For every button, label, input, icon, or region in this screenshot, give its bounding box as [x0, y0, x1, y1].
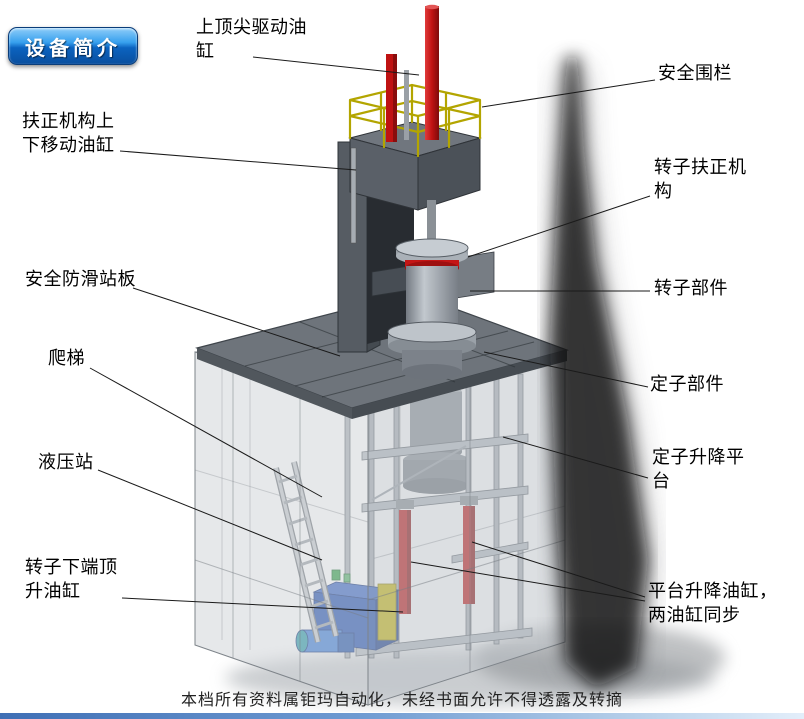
callout-rotor-centering: 转子扶正机构 — [654, 157, 747, 201]
callout-ladder: 爬梯 — [48, 348, 85, 368]
leader-stator-part — [483, 351, 649, 388]
main-column-frame — [337, 121, 482, 353]
top-drive-cylinders — [386, 4, 439, 142]
leader-platform-cyl-left — [410, 561, 646, 602]
leader-lines — [89, 56, 656, 613]
callout-platform-lift-cylinders: 平台升降油缸，两油缸同步 — [648, 581, 778, 625]
callout-centering-cylinder: 扶正机构上下移动油缸 — [22, 111, 115, 155]
footer-disclaimer: 本档所有资料属钜玛自动化，未经书面允许不得透露及转摘 — [180, 692, 623, 709]
callout-top-drive-cylinder: 上顶尖驱动油缸 — [196, 17, 307, 61]
leader-stator-lift — [502, 436, 649, 479]
title-badge: 设备简介 — [8, 27, 138, 65]
title-badge-label: 设备简介 — [25, 37, 121, 60]
leader-platform-cyl-right — [471, 541, 646, 598]
leader-hydraulic-station — [97, 469, 323, 561]
callout-hydraulic-station: 液压站 — [38, 452, 94, 472]
leader-ladder — [89, 367, 323, 498]
antislip-platform — [195, 292, 569, 419]
leader-antislip-plate — [132, 287, 341, 357]
bottom-blue-bar — [0, 713, 804, 719]
leader-rotor-jack — [121, 597, 404, 613]
leader-safety-fence — [481, 79, 656, 108]
callout-stator-lift-platform: 定子升降平台 — [652, 447, 745, 491]
callout-rotor-jack-cylinder: 转子下端顶升油缸 — [25, 557, 118, 601]
callout-antislip-plate: 安全防滑站板 — [25, 269, 136, 289]
leader-rotor-centering — [467, 195, 651, 258]
callout-stator-part: 定子部件 — [650, 374, 724, 394]
leader-centering-cylinder — [119, 150, 357, 171]
leader-top-drive-cylinder — [252, 56, 420, 76]
rotor-assembly — [371, 200, 495, 380]
callout-safety-fence: 安全围栏 — [658, 63, 732, 83]
callout-rotor-part: 转子部件 — [654, 278, 728, 298]
